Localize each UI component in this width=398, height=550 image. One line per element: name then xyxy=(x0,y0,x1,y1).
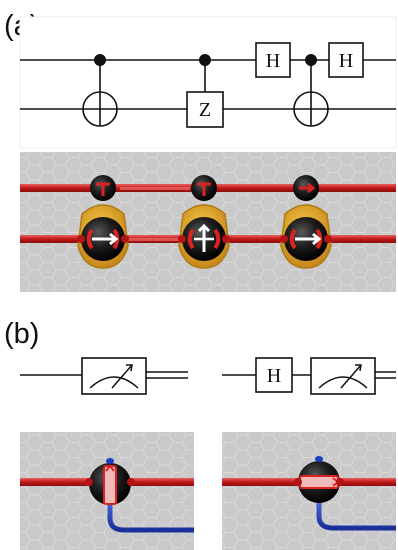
gate-unit-3 xyxy=(280,175,332,269)
meter-dial-icon xyxy=(89,376,139,389)
cnot-gate-2 xyxy=(293,54,329,127)
h-gate-box xyxy=(255,357,293,393)
meter-dial-icon xyxy=(318,376,368,389)
h-gate-a2: H xyxy=(328,42,364,78)
measure-box xyxy=(310,357,376,395)
h-gate-label: H xyxy=(267,365,281,387)
arrow-up-icon xyxy=(103,465,117,505)
h-gate-a1: H xyxy=(255,42,291,78)
control-dot xyxy=(199,54,211,66)
h-gate-label: H xyxy=(266,50,280,72)
h-gate-label: H xyxy=(339,50,353,72)
circuit-a: Z H H xyxy=(19,16,397,149)
arrow-right-icon xyxy=(92,232,119,246)
render-a xyxy=(20,152,396,292)
arrow-right-icon xyxy=(299,475,339,489)
panel-b-label: (b) xyxy=(4,318,40,350)
control-dot xyxy=(94,54,106,66)
render-b-left xyxy=(20,432,194,550)
z-gate-box xyxy=(186,91,224,128)
gate-unit-2 xyxy=(178,175,230,269)
cz-gate: Z xyxy=(186,54,224,128)
circuit-a-frame xyxy=(19,16,397,149)
circuit-b-right: H xyxy=(222,357,396,395)
rail-blue xyxy=(107,500,194,533)
render-b-right xyxy=(222,432,396,550)
control-dot xyxy=(305,54,317,66)
arrow-right-icon xyxy=(295,232,322,246)
z-gate-label: Z xyxy=(199,99,211,121)
measure-box xyxy=(81,357,147,395)
rail-blue xyxy=(316,500,396,531)
circuit-b-left xyxy=(20,357,188,395)
cnot-gate-1 xyxy=(82,54,118,127)
gate-unit-1 xyxy=(77,175,129,269)
